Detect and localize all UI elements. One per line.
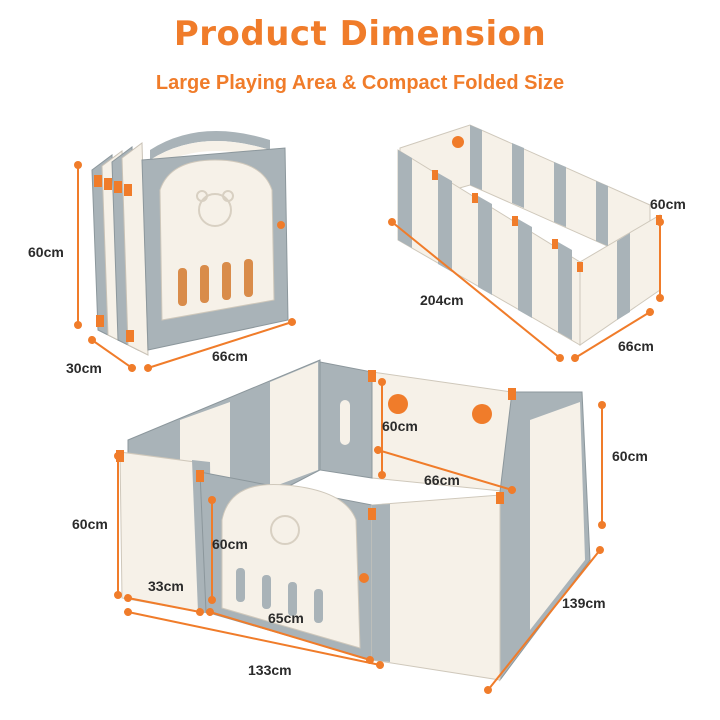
square-side-panel-width-label: 33cm — [148, 578, 184, 594]
square-back-width-label: 66cm — [424, 472, 460, 488]
rectangle-playpen-image — [397, 124, 662, 346]
square-right-height-label: 60cm — [612, 448, 648, 464]
rectangle-length-label: 204cm — [420, 292, 464, 308]
square-left-height-label: 60cm — [72, 516, 108, 532]
square-door-height-label: 60cm — [212, 536, 248, 552]
square-side-length-label: 139cm — [562, 595, 606, 611]
folded-height-label: 60cm — [28, 244, 64, 260]
square-door-width-label: 65cm — [268, 610, 304, 626]
page-subtitle: Large Playing Area & Compact Folded Size — [155, 72, 565, 94]
square-front-length-label: 133cm — [248, 662, 292, 678]
folded-width-label: 66cm — [212, 348, 248, 364]
square-playpen-image — [116, 359, 591, 682]
folded-depth-label: 30cm — [66, 360, 102, 376]
rectangle-width-label: 66cm — [618, 338, 654, 354]
rectangle-height-label: 60cm — [650, 196, 686, 212]
page-title: Product Dimension — [173, 14, 547, 54]
folded-playpen-image — [91, 131, 289, 356]
square-back-height-label: 60cm — [382, 418, 418, 434]
